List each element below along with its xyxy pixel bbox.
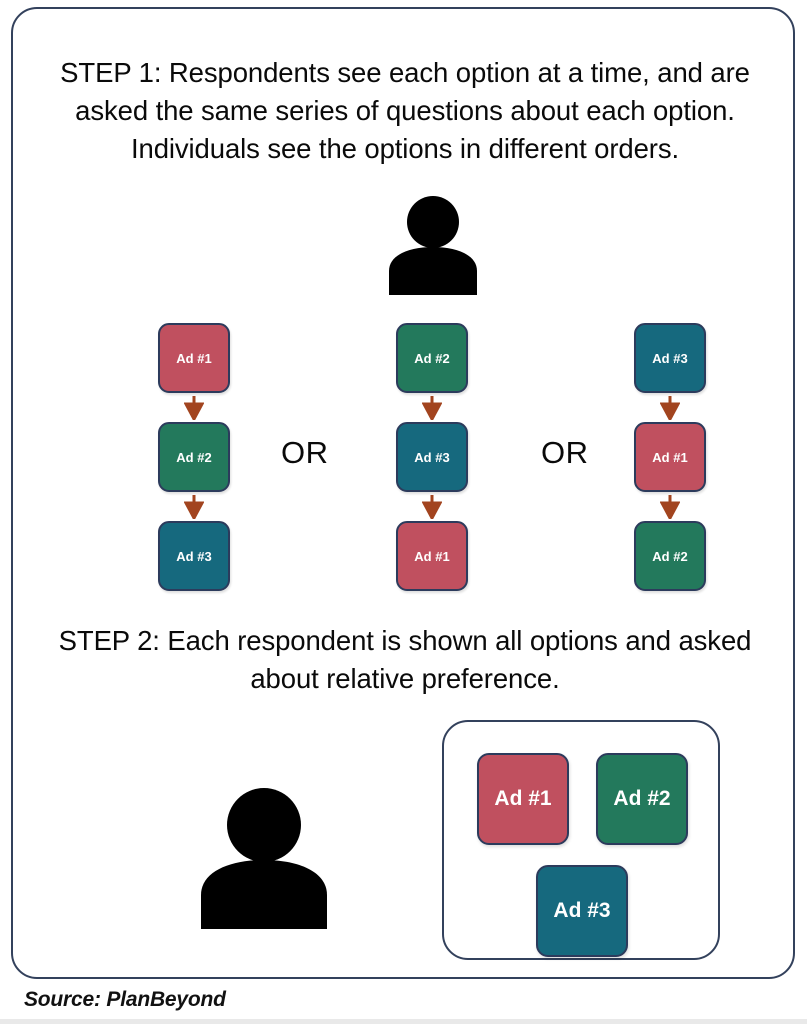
arrow-down-icon [634,492,706,521]
ad-card[interactable]: Ad #3 [158,521,230,591]
ad-card[interactable]: Ad #2 [158,422,230,492]
ad-card[interactable]: Ad #1 [158,323,230,393]
person-icon [193,787,335,929]
arrow-down-icon [396,492,468,521]
ad-card[interactable]: Ad #3 [634,323,706,393]
ad-card-large[interactable]: Ad #1 [477,753,569,845]
ad-card-large[interactable]: Ad #3 [536,865,628,957]
option-order-column-3: Ad #3 Ad #1 Ad #2 [634,323,706,591]
separator-or: OR [281,435,329,470]
arrow-down-icon [158,393,230,422]
option-order-column-2: Ad #2 Ad #3 Ad #1 [396,323,468,591]
footer-divider [0,1019,807,1024]
all-options-panel: Ad #1 Ad #2 Ad #3 [442,720,720,960]
ad-card[interactable]: Ad #1 [396,521,468,591]
separator-or: OR [541,435,589,470]
arrow-down-icon [634,393,706,422]
step-1-description: STEP 1: Respondents see each option at a… [60,57,750,164]
ad-card[interactable]: Ad #1 [634,422,706,492]
arrow-down-icon [158,492,230,521]
arrow-down-icon [396,393,468,422]
source-attribution: Source: PlanBeyond [24,988,226,1011]
ad-card[interactable]: Ad #2 [634,521,706,591]
option-order-column-1: Ad #1 Ad #2 Ad #3 [158,323,230,591]
diagram-frame: STEP 1: Respondents see each option at a… [11,7,795,979]
ad-card-large[interactable]: Ad #2 [596,753,688,845]
ad-card[interactable]: Ad #3 [396,422,468,492]
ad-card[interactable]: Ad #2 [396,323,468,393]
step-2-description: STEP 2: Each respondent is shown all opt… [58,625,752,694]
person-icon [383,195,483,295]
